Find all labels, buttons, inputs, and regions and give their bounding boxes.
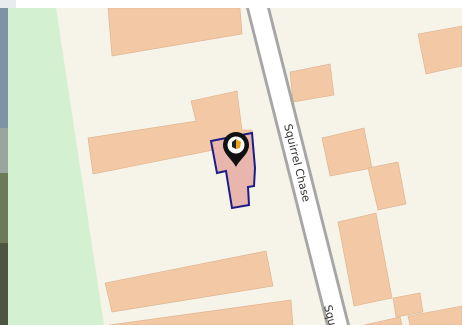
park-area: [8, 8, 104, 325]
photo-building-band: [0, 128, 10, 173]
road-label-squirrel-chase-repeat: Squ: [321, 304, 339, 325]
building: [108, 299, 294, 325]
marker-glyph-dark: [232, 139, 236, 149]
map-canvas[interactable]: Squirrel Chase Squ: [8, 8, 462, 325]
building: [392, 292, 424, 318]
road-surface: [249, 8, 347, 325]
photo-ground-band: [0, 243, 10, 325]
building: [107, 8, 243, 57]
building: [363, 316, 403, 325]
photo-sky-band: [0, 8, 10, 128]
marker-glyph-accent: [236, 139, 241, 149]
building: [367, 161, 407, 211]
map-svg[interactable]: Squirrel Chase Squ: [8, 8, 462, 325]
building: [407, 305, 462, 325]
buildings-layer: [87, 8, 462, 325]
photo-tree-band: [0, 173, 10, 243]
map-pin-icon[interactable]: [223, 132, 249, 167]
building: [289, 63, 335, 103]
building: [417, 25, 462, 75]
building: [104, 250, 274, 313]
building: [337, 212, 393, 307]
